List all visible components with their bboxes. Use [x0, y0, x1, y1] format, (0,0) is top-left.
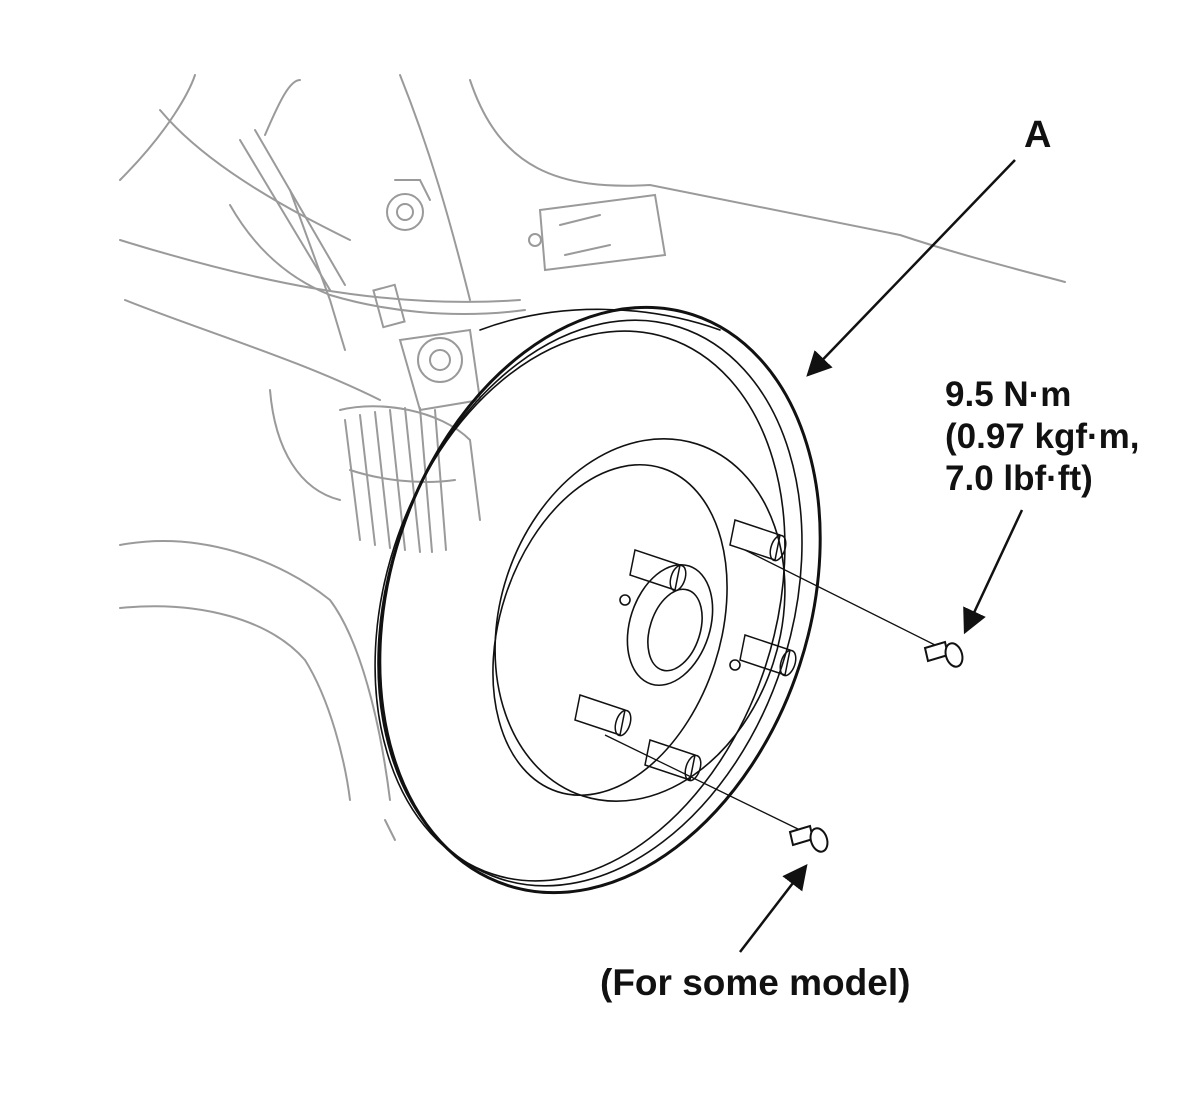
arrow-to-lower-screw — [739, 864, 808, 953]
torque-line-2: (0.97 kgf·m, — [945, 417, 1140, 456]
arrow-to-upper-screw — [963, 509, 1024, 635]
brake-disc — [374, 305, 822, 895]
leader-arrows — [739, 159, 1024, 953]
torque-line-3: 7.0 lbf·ft) — [945, 459, 1093, 498]
wheel-studs — [574, 519, 797, 782]
screw-upper — [923, 640, 964, 668]
model-note-label: (For some model) — [600, 962, 911, 1003]
suspension-background — [119, 74, 1066, 841]
torque-spec-label: 9.5 N·m (0.97 kgf·m, 7.0 lbf·ft) — [945, 374, 1140, 500]
screw-guide-lines — [604, 549, 936, 831]
arrow-to-disc — [806, 159, 1016, 377]
screw-lower — [788, 824, 829, 853]
callout-a-label: A — [1024, 114, 1052, 156]
torque-line-1: 9.5 N·m — [945, 375, 1072, 414]
